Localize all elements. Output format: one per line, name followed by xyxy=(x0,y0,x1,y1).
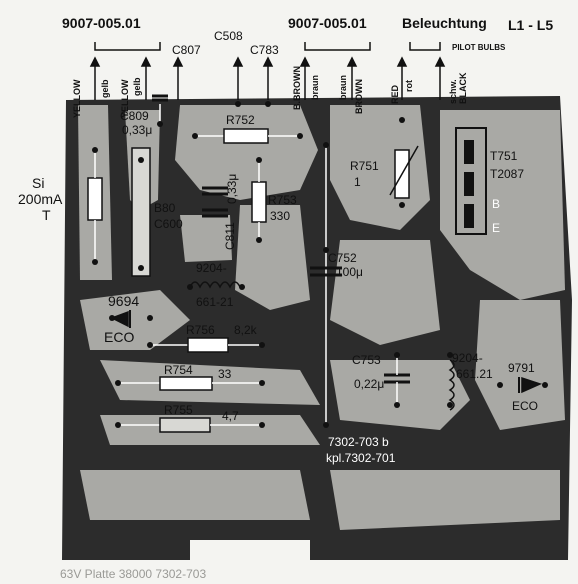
coil2-value: 661.21 xyxy=(456,367,493,381)
fuse-type: T xyxy=(42,207,51,223)
bridge-body xyxy=(131,147,151,277)
lamps-label: L1 - L5 xyxy=(508,17,553,33)
t751-outline xyxy=(455,127,487,235)
t2087-label: T2087 xyxy=(490,167,524,181)
group-center-label: 9007-005.01 xyxy=(288,15,367,31)
c810-value: 0,33μ xyxy=(225,174,239,204)
coil2-label: 9204- xyxy=(452,351,483,365)
c809-label: C809 xyxy=(120,109,149,123)
wire-bbrown: B.BROWN xyxy=(292,66,302,110)
r755-body xyxy=(159,417,211,433)
r756-label: R756 xyxy=(186,323,215,337)
r756-body xyxy=(187,337,229,353)
c753-label: C753 xyxy=(352,353,381,367)
wire-yellow-right: YELLOW xyxy=(120,79,130,118)
c809-value: 0,33μ xyxy=(122,123,152,137)
c811-label: C811 xyxy=(223,222,237,250)
header-brackets xyxy=(94,42,441,51)
c783-label: C783 xyxy=(250,43,279,57)
board-code: 7302-703 b xyxy=(328,435,389,449)
r753-value: 330 xyxy=(270,209,290,223)
fuse-label: Si xyxy=(32,175,44,191)
r756-value: 8,2k xyxy=(234,323,258,337)
transistor-b-mark: B xyxy=(492,197,500,211)
wire-rot: rot xyxy=(404,80,414,92)
component-outlines xyxy=(87,94,543,433)
c752-label: C752 xyxy=(328,251,357,265)
wire-gelb-left: gelb xyxy=(100,79,110,98)
r751-sub: 1 xyxy=(354,175,361,189)
c508-label: C508 xyxy=(214,29,243,43)
r754-value: 33 xyxy=(218,367,232,381)
b80-label: B80 xyxy=(154,201,176,215)
wire-red: RED xyxy=(390,84,400,104)
transistor-e-mark: E xyxy=(492,221,500,235)
fuse-value: 200mA xyxy=(18,191,63,207)
fuse-body xyxy=(87,177,103,221)
r752-body xyxy=(223,128,269,144)
r755-label: R755 xyxy=(164,403,193,417)
r753-label: R753 xyxy=(268,193,297,207)
wire-braun-right: braun xyxy=(338,75,348,100)
r754-label: R754 xyxy=(164,363,193,377)
footer-caption: 63V Platte 38000 7302-703 xyxy=(60,567,206,581)
c752-value: 100μ xyxy=(336,265,363,279)
group-left-label: 9007-005.01 xyxy=(62,15,141,31)
wire-brown: BROWN xyxy=(354,79,364,114)
diode-9791-label: 9791 xyxy=(508,361,535,375)
board-kpl: kpl.7302-701 xyxy=(326,451,396,465)
wire-schw: schw. xyxy=(448,79,458,104)
beleuchtung-label: Beleuchtung xyxy=(402,15,487,31)
wire-gelb-right: gelb xyxy=(132,77,142,96)
r752-label: R752 xyxy=(226,113,255,127)
wire-braun-left: braun xyxy=(310,75,320,100)
solder-pads xyxy=(92,101,548,428)
terminal-arrows xyxy=(89,56,446,100)
r753-body xyxy=(251,181,267,223)
wire-yellow-left: YELLOW xyxy=(72,79,82,118)
c753-value: 0,22μ xyxy=(354,377,384,391)
t751-label: T751 xyxy=(490,149,518,163)
c600-label: C600 xyxy=(154,217,183,231)
coil1-label: 9204- xyxy=(196,261,227,275)
r755-value: 4,7 xyxy=(222,409,239,423)
r751-label: R751 xyxy=(350,159,379,173)
diode-9694-eco: ECO xyxy=(104,329,134,345)
copper-traces xyxy=(78,105,565,530)
diode-9694-label: 9694 xyxy=(108,293,139,309)
diode-9791-eco: ECO xyxy=(512,399,538,413)
pilot-bulbs-label: PILOT BULBS xyxy=(452,43,506,52)
wire-black: BLACK xyxy=(458,72,468,104)
r754-body xyxy=(159,376,213,391)
coil1-value: 661-21 xyxy=(196,295,234,309)
c807-label: C807 xyxy=(172,43,201,57)
